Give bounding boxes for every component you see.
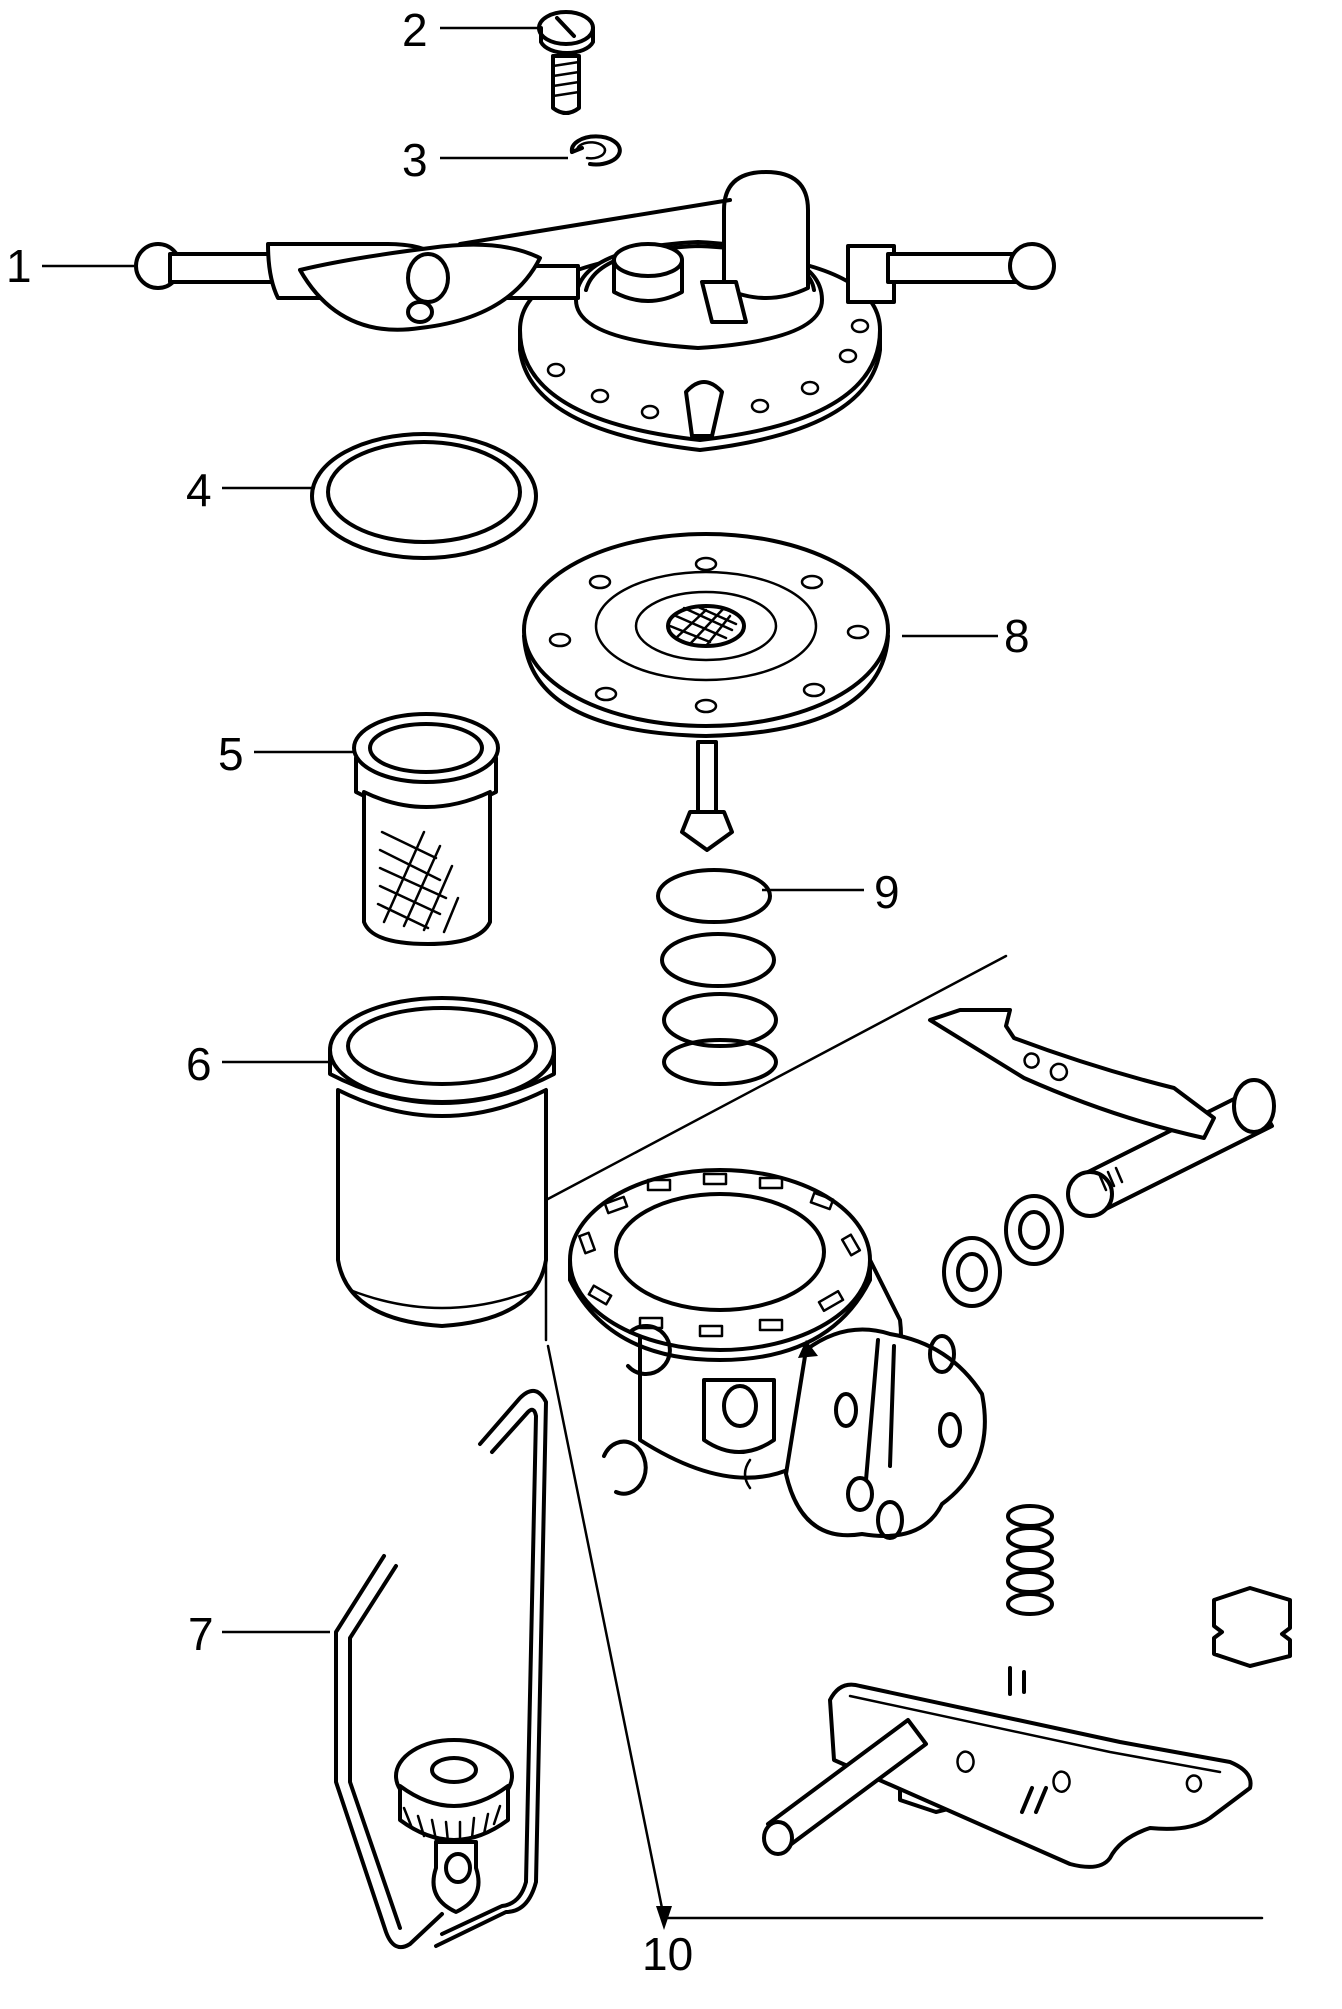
callout-4: 4 bbox=[186, 464, 212, 516]
callout-5: 5 bbox=[218, 728, 244, 780]
callout-labels: 1 2 3 4 5 6 7 8 9 10 bbox=[6, 4, 1030, 1980]
part-4-gasket-ring bbox=[310, 432, 538, 560]
part-6-bowl bbox=[328, 996, 556, 1328]
part-7-bail-clip bbox=[334, 1389, 548, 1949]
part-5-filter-screen bbox=[352, 712, 500, 946]
part-9-spring bbox=[656, 868, 778, 1086]
callout-2: 2 bbox=[402, 4, 428, 56]
callout-6: 6 bbox=[186, 1038, 212, 1090]
callout-9: 9 bbox=[874, 866, 900, 918]
callout-1: 1 bbox=[6, 240, 32, 292]
part-8-diaphragm bbox=[522, 532, 890, 852]
leader-lines bbox=[42, 26, 998, 1634]
pump-housing-group bbox=[544, 954, 1292, 1930]
part-1-pump-cover bbox=[134, 170, 1056, 452]
part-2-screw bbox=[537, 10, 595, 115]
callout-3: 3 bbox=[402, 134, 428, 186]
callout-8: 8 bbox=[1004, 610, 1030, 662]
callout-10: 10 bbox=[642, 1928, 693, 1980]
part-3-lock-washer bbox=[569, 134, 622, 167]
callout-7: 7 bbox=[188, 1608, 214, 1660]
